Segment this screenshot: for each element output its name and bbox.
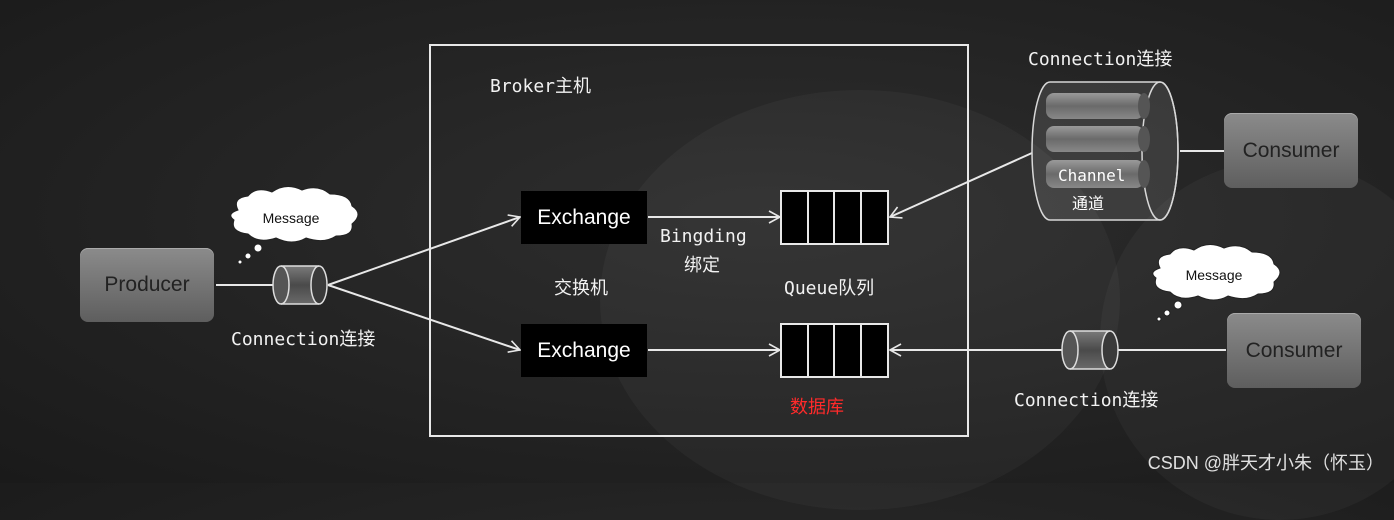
message-right-text: Message [1186, 267, 1243, 283]
watermark: CSDN @胖天才小朱（怀玉） [1147, 453, 1384, 473]
exchange-top-box: Exchange [521, 191, 647, 244]
exchange-bottom-label: Exchange [537, 338, 631, 362]
exchange-top-label: Exchange [537, 205, 631, 229]
connection-cylinder-producer [272, 265, 328, 305]
diagram-canvas: Message Message Producer Consumer Consum… [80, 44, 1384, 473]
message-cloud-right: Message [1152, 244, 1281, 322]
exchange-caption: 交换机 [554, 278, 608, 299]
queue-top [780, 190, 889, 245]
broker-box [429, 44, 969, 437]
consumer-top-box: Consumer [1224, 113, 1358, 188]
queue-bottom [780, 323, 889, 378]
conn-to-exchange-bottom [327, 284, 522, 353]
connection-pipe-with-channels [1031, 81, 1179, 221]
connection-consumer-top-label: Connection连接 [1028, 49, 1173, 70]
connection-consumer-bottom-label: Connection连接 [1014, 390, 1159, 411]
binding-label: Bingding [660, 226, 747, 247]
channel-label-cn: 通道 [1072, 194, 1105, 213]
consumer-bottom-box: Consumer [1227, 313, 1361, 388]
channel-tube [1046, 160, 1144, 188]
channel-tube [1046, 126, 1144, 152]
conn-to-exchange-top [327, 214, 522, 286]
connection-top-to-queue [888, 152, 1033, 219]
exchange-bottom-box: Exchange [521, 324, 647, 377]
producer-label: Producer [104, 273, 190, 296]
consumer-top-label: Consumer [1242, 138, 1340, 162]
broker-label: Broker主机 [490, 76, 592, 97]
message-cloud-left: Message [230, 186, 359, 265]
connector-lines: Message Message [216, 81, 1281, 378]
connection-cylinder-consumer [1061, 330, 1119, 370]
channel-tube [1046, 93, 1144, 119]
binding-label-cn: 绑定 [684, 255, 720, 276]
producer-box: Producer [80, 248, 214, 322]
connection-producer-label: Connection连接 [231, 329, 376, 350]
message-left-text: Message [263, 210, 320, 226]
queue-caption: Queue队列 [784, 278, 875, 299]
consumer-bottom-label: Consumer [1245, 338, 1343, 362]
database-caption: 数据库 [790, 397, 844, 417]
channel-label: Channel [1058, 166, 1126, 185]
